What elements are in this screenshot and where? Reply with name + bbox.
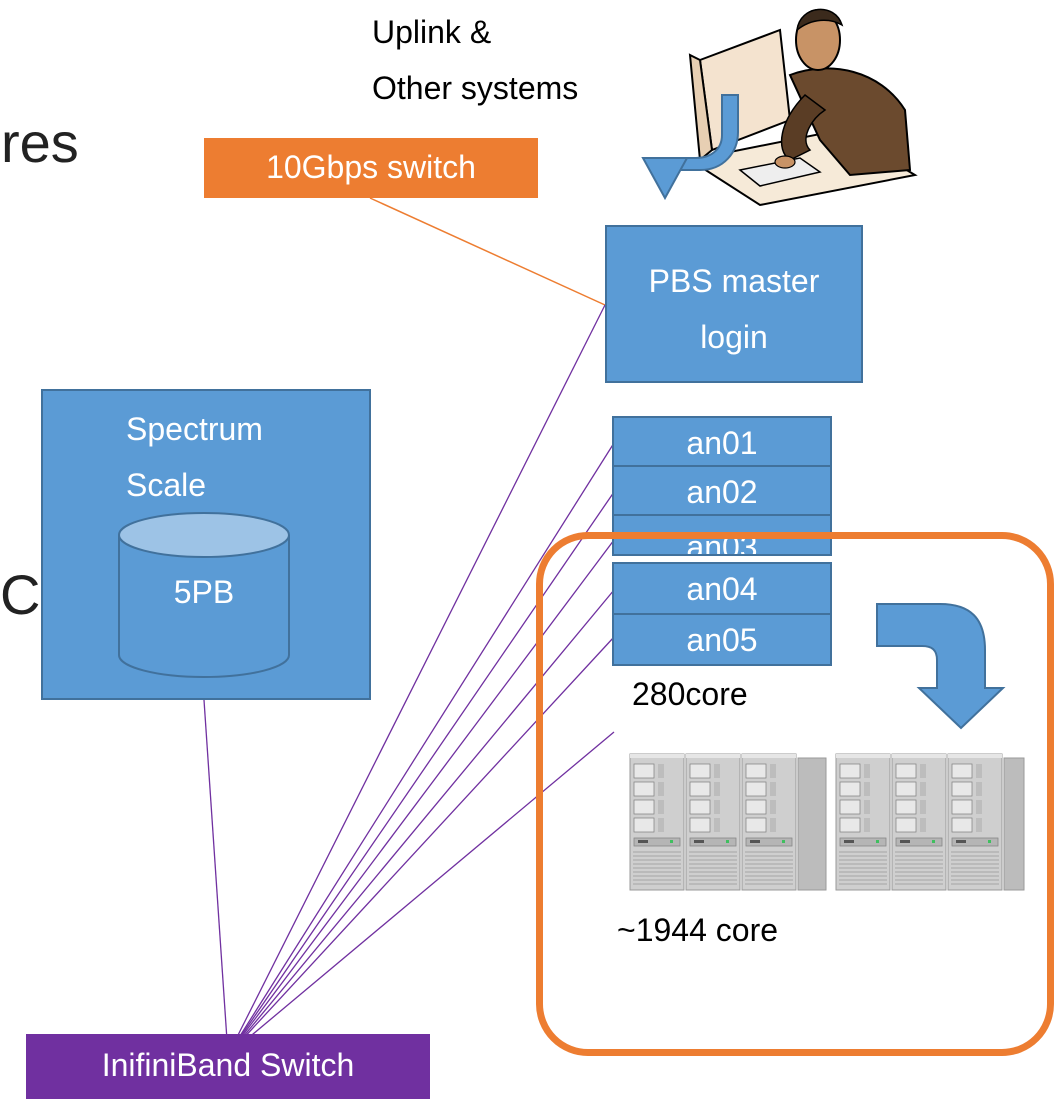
- link-ib-to-an05: [227, 636, 615, 1056]
- uplink-label-line1: Uplink &: [372, 14, 492, 50]
- pbs-label-line2: login: [700, 319, 768, 355]
- link-10g-to-pbs: [369, 197, 606, 306]
- link-ib-to-an04: [227, 589, 615, 1056]
- storage-label-line1: Spectrum: [126, 411, 263, 447]
- infiniband-switch: InifiniBand Switch: [26, 1034, 430, 1099]
- link-ib-to-an02: [227, 491, 615, 1056]
- link-ib-to-an01: [227, 442, 615, 1056]
- link-ib-to-cluster: [227, 731, 615, 1056]
- uplink-label-line2: Other systems: [372, 70, 579, 106]
- node-an01: an01: [612, 416, 832, 469]
- storage-label-line2: Scale: [126, 467, 207, 503]
- pbs-master-box: PBS master login: [605, 225, 863, 383]
- node-an05: an05: [612, 613, 832, 666]
- node-an04: an04: [612, 562, 832, 615]
- switch-10gbps: 10Gbps switch: [204, 138, 538, 198]
- pbs-label-line1: PBS master: [648, 263, 820, 299]
- link-ib-to-pbs: [227, 304, 606, 1056]
- partial-text-c: C: [0, 563, 41, 626]
- core-count-280: 280core: [632, 676, 748, 712]
- partial-text-res: res: [1, 111, 79, 174]
- core-count-1944: ~1944 core: [617, 912, 779, 948]
- storage-capacity: 5PB: [173, 574, 235, 610]
- highlight-frame: [536, 532, 1054, 1056]
- link-ib-to-storage: [203, 699, 229, 1056]
- node-an02: an02: [612, 465, 832, 518]
- link-ib-to-an03: [227, 539, 615, 1056]
